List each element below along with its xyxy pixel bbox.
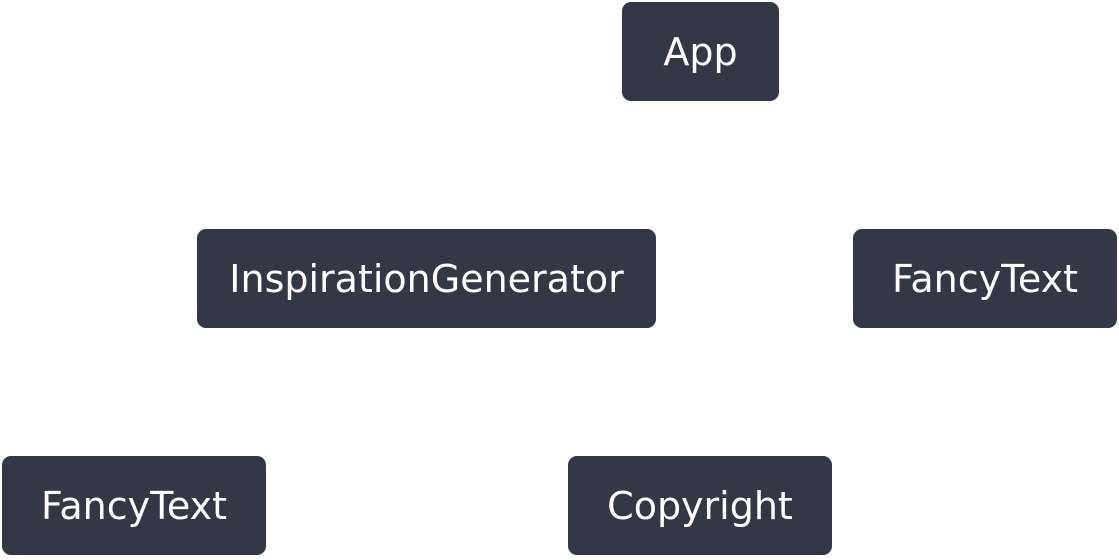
copyright-node: Copyright <box>568 456 832 555</box>
app-node: App <box>622 2 779 101</box>
inspiration-generator-node-label: InspirationGenerator <box>229 256 624 301</box>
fancytext-node-right-label: FancyText <box>892 256 1078 301</box>
copyright-node-label: Copyright <box>607 483 793 528</box>
fancytext-node-left: FancyText <box>2 456 266 555</box>
inspiration-generator-node: InspirationGenerator <box>197 229 656 328</box>
app-node-label: App <box>663 29 738 74</box>
fancytext-node-right: FancyText <box>853 229 1117 328</box>
fancytext-node-left-label: FancyText <box>41 483 227 528</box>
